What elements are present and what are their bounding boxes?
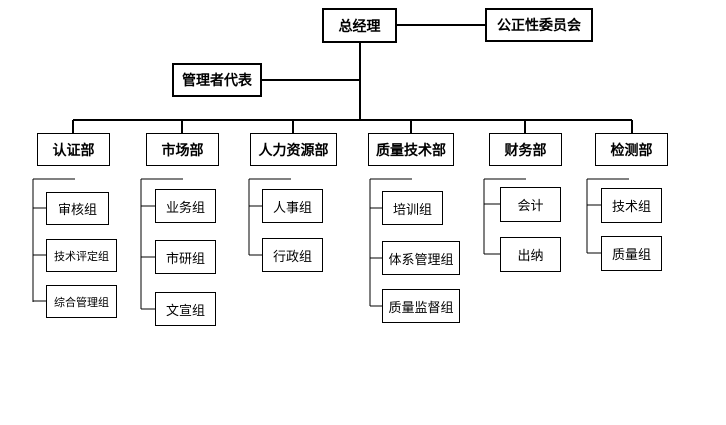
group-administration: 行政组 [262,238,323,272]
group-technical-evaluation: 技术评定组 [46,239,117,272]
node-impartiality-committee: 公正性委员会 [485,8,593,42]
node-management-representative: 管理者代表 [172,63,262,97]
dept-inspection: 检测部 [595,133,668,166]
group-audit: 审核组 [46,192,109,225]
group-cashier: 出纳 [500,237,561,272]
group-business: 业务组 [155,189,216,223]
group-training: 培训组 [382,191,443,225]
group-personnel: 人事组 [262,189,323,223]
group-market-research: 市研组 [155,240,216,274]
dept-finance: 财务部 [489,133,562,166]
group-general-management: 综合管理组 [46,285,117,318]
group-quality-supervision: 质量监督组 [382,289,460,323]
dept-quality-technology: 质量技术部 [368,133,454,166]
dept-marketing: 市场部 [146,133,219,166]
group-technical: 技术组 [601,188,662,223]
dept-human-resources: 人力资源部 [250,133,337,166]
dept-certification: 认证部 [37,133,110,166]
group-quality: 质量组 [601,236,662,271]
node-general-manager: 总经理 [322,8,397,43]
group-accounting: 会计 [500,187,561,222]
group-publicity: 文宣组 [155,292,216,326]
group-system-management: 体系管理组 [382,241,460,275]
